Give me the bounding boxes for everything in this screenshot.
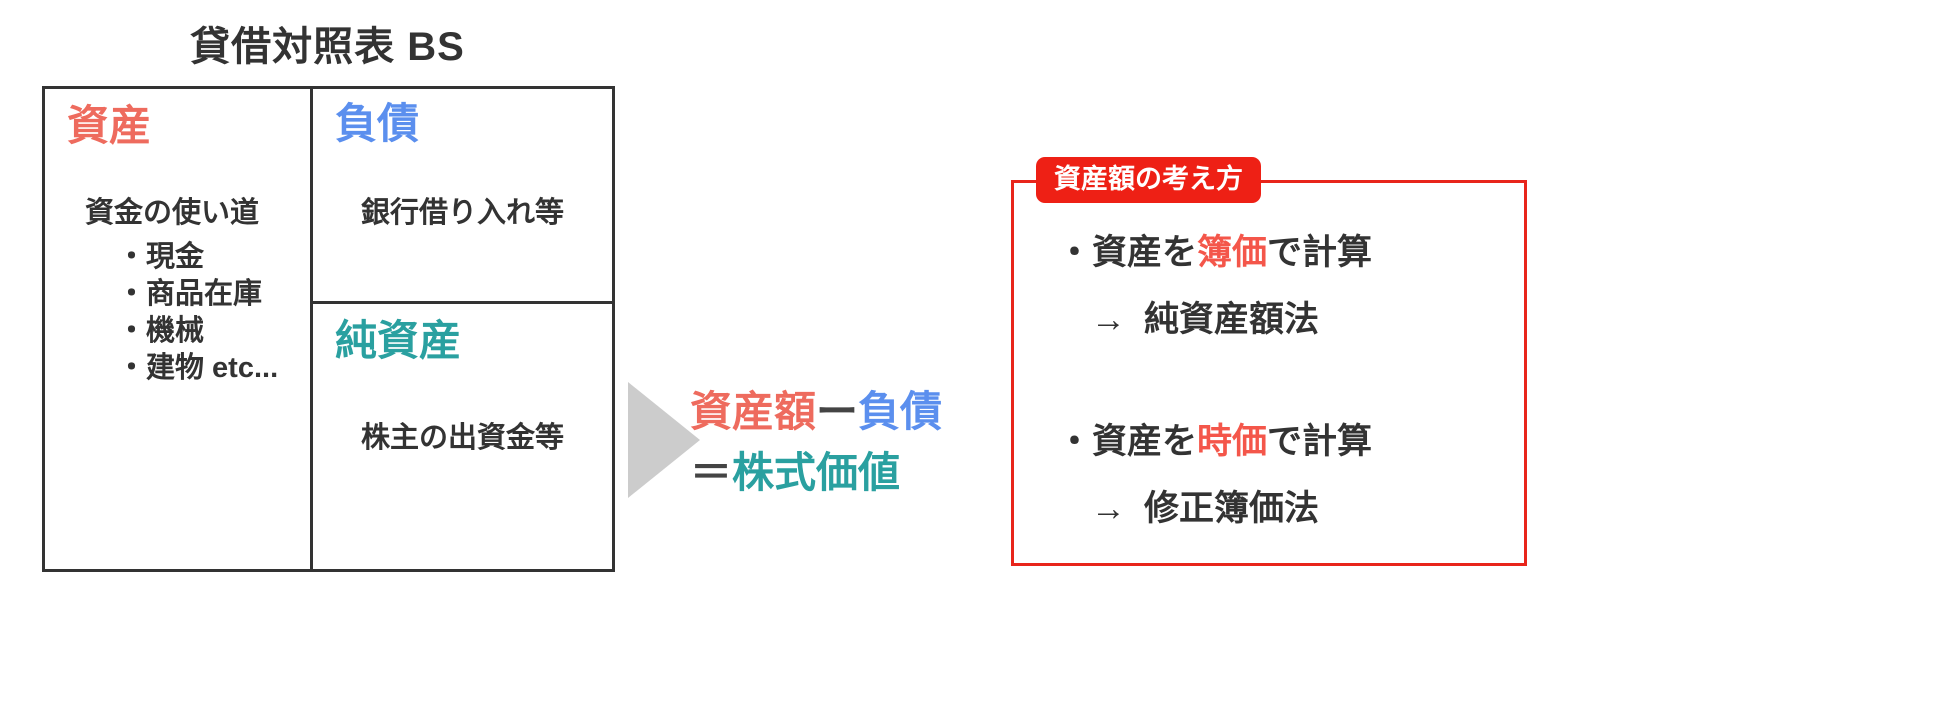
valuation-equation: 資産額ー負債 ＝株式価値 [690,382,942,504]
method-result-label: 修正簿価法 [1144,489,1320,528]
equity-heading: 純資産 [335,317,462,364]
list-item: ・商品在庫 [117,278,263,311]
equity-cell: 純資産 株主の出資金等 [313,304,612,569]
list-item: ・現金 [117,241,205,273]
method-lead-line: ・資産を簿価で計算 [1057,235,1372,270]
balance-sheet-table: 資産 資金の使い道 ・現金 ・商品在庫 ・機械 ・建物 etc... 負債 銀行… [42,86,615,572]
triangle-right-icon [628,382,700,498]
liabilities-equity-column: 負債 銀行借り入れ等 純資産 株主の出資金等 [313,89,612,569]
method-lead-prefix: ・資産を [1057,422,1198,461]
method-result-line: → 修正簿価法 [1091,491,1372,526]
assets-subtitle: 資金の使い道 [85,197,260,229]
list-item: ・機械 [117,315,205,348]
method-group-book-value: ・資産を簿価で計算 → 純資産額法 [1057,235,1372,337]
method-result-label: 純資産額法 [1144,300,1320,339]
method-lead-suffix: で計算 [1267,233,1373,272]
method-lead-highlight: 簿価 [1197,233,1268,272]
method-panel [1011,180,1527,566]
method-lead-highlight: 時価 [1197,422,1268,461]
page-title: 貸借対照表 BS [190,25,465,69]
arrow-right-icon: → [1091,300,1126,339]
equation-minus-operator: ー [816,388,859,435]
method-lead-prefix: ・資産を [1057,233,1198,272]
liabilities-cell: 負債 銀行借り入れ等 [313,89,612,304]
method-panel-tab-label: 資産額の考え方 [1036,157,1261,204]
arrow-right-icon: → [1091,489,1126,528]
method-result-line: → 純資産額法 [1091,302,1372,337]
equity-subtitle: 株主の出資金等 [361,422,565,454]
assets-heading: 資産 [67,102,152,149]
method-lead-suffix: で計算 [1267,422,1373,461]
list-item: ・建物 etc... [117,352,279,385]
equation-result-term: 株式価値 [732,448,901,496]
liabilities-heading: 負債 [335,100,420,147]
assets-bullet-list: ・現金 ・商品在庫 ・機械 ・建物 etc... [117,239,278,387]
method-lead-line: ・資産を時価で計算 [1057,424,1372,459]
equation-liability-term: 負債 [858,388,943,435]
equation-line-1: 資産額ー負債 [690,382,942,443]
assets-cell: 資産 資金の使い道 ・現金 ・商品在庫 ・機械 ・建物 etc... [45,89,313,569]
equation-equals-operator: ＝ [690,448,733,496]
method-group-market-value: ・資産を時価で計算 → 修正簿価法 [1057,424,1372,526]
equation-asset-term: 資産額 [690,388,817,435]
liabilities-subtitle: 銀行借り入れ等 [361,197,565,229]
equation-line-2: ＝株式価値 [690,443,942,504]
